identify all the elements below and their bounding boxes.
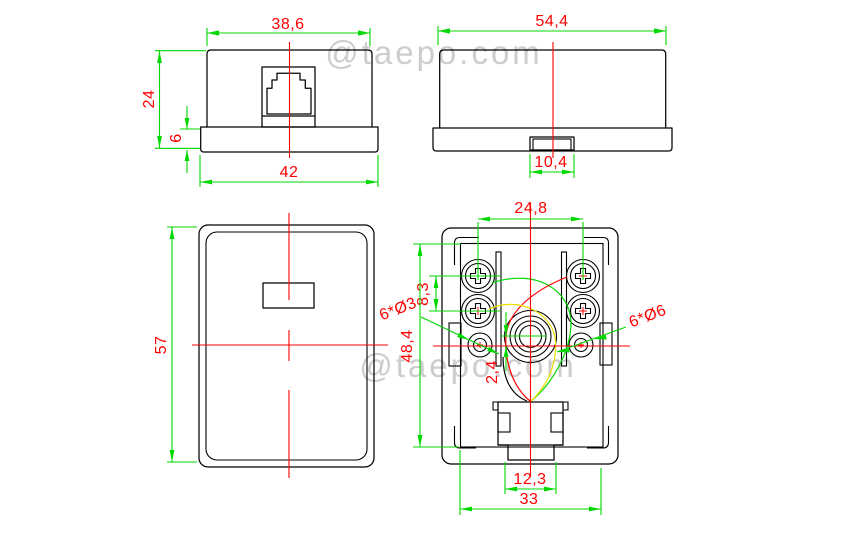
dim-slot-width-arrows [530, 169, 574, 175]
cable-hole-right [568, 332, 594, 358]
dim-height-text: 24 [141, 90, 158, 109]
dim-side-width-text: 54,4 [535, 13, 568, 30]
wire-black [502, 356, 528, 402]
phillips-recess-icon [574, 267, 592, 285]
dim-center-offset-arrows [503, 325, 509, 357]
leader-screw-holes-arrows [457, 332, 499, 354]
dim-cover-height-text: 57 [153, 336, 170, 355]
dim-slot-width-text: 10,4 [534, 154, 567, 171]
dim-row-spacing-arrows [433, 276, 439, 311]
dim-bottom-width-lines [199, 155, 379, 187]
rj11-port-outline [261, 66, 316, 128]
terminal-barrier-left [495, 251, 502, 367]
watermark-top: @taepo.com [325, 34, 543, 71]
base-corner-bracket-bl [453, 426, 476, 449]
watermarks: @taepo.com @taepo.com [325, 34, 577, 384]
base-corner-bracket-tr [584, 236, 610, 265]
dim-flange-height-arrows [184, 118, 190, 161]
phillips-recess-icon [469, 302, 487, 320]
front-view: 38,6 24 6 42 [141, 16, 379, 187]
cover-outer-outline [198, 224, 375, 468]
dim-side-width-lines [437, 26, 667, 45]
label-cable-holes: 6*Ø6 [627, 302, 669, 332]
hole-outer-circle [568, 332, 594, 358]
front-flange-outline [200, 126, 379, 153]
side-dimensions: 54,4 10,4 [437, 13, 667, 178]
phillips-recess-icon [469, 267, 487, 285]
label-screw-holes: 6*Ø3 [377, 295, 419, 325]
cover-inner-outline [205, 231, 368, 461]
dim-mount-span-lines [459, 450, 602, 515]
dim-height-lines [155, 50, 206, 149]
dim-terminal-span-lines [477, 218, 584, 280]
base-corner-bracket-tl [453, 236, 479, 265]
screw-ring-circle [569, 297, 597, 325]
side-tab-right [599, 322, 613, 366]
hole-outer-circle [467, 332, 493, 358]
wire-green [491, 277, 572, 402]
dim-top-width-lines [206, 28, 371, 46]
cover-view: 57 [153, 213, 388, 478]
jack-clip-right [550, 412, 564, 433]
side-view: 54,4 10,4 [432, 13, 673, 178]
watermark-bottom: @taepo.com [359, 347, 577, 384]
jack-clip-left [497, 412, 511, 433]
side-slot-inner [532, 138, 572, 151]
phillips-recess-icon [574, 302, 592, 320]
screw-terminal-mid-right [565, 293, 601, 329]
cable-hole-left [467, 332, 493, 358]
screw-center-mark [579, 307, 587, 315]
leader-cable-holes-arrows [557, 334, 607, 353]
dim-jack-width-text: 12,3 [513, 471, 546, 488]
dim-center-offset-text: 2,4 [484, 360, 501, 384]
rj11-plug-silhouette [266, 72, 312, 115]
dim-terminal-span-arrows [478, 216, 583, 222]
side-tab-left [448, 322, 462, 367]
dim-flange-height-text: 6 [168, 133, 185, 142]
screw-outer-circle [565, 293, 601, 329]
base-corner-bracket-br [587, 426, 610, 449]
dim-top-width-text: 38,6 [271, 16, 304, 33]
wire-yellow [488, 303, 557, 402]
dim-row-spacing-text: 8,3 [415, 282, 432, 306]
dim-jack-width-arrows [505, 486, 556, 492]
dim-height-arrows [157, 51, 162, 148]
dim-bottom-width-text: 42 [280, 164, 299, 181]
dim-inner-height-text: 48,4 [399, 329, 416, 362]
jack-housing-top-tabs [492, 401, 569, 411]
hole-inner-circle [472, 337, 488, 353]
dim-inner-height-lines [413, 243, 461, 448]
cover-dimensions: 57 [153, 226, 197, 463]
dim-terminal-span-text: 24,8 [514, 200, 547, 217]
base-view: 24,8 8,3 48,4 2,4 12,3 33 6*Ø3 6*Ø6 [377, 200, 669, 515]
hole-inner-circle [573, 337, 589, 353]
dim-mount-span-text: 33 [520, 491, 539, 508]
side-flange-outline [432, 127, 673, 152]
front-dimensions: 38,6 24 6 42 [141, 16, 379, 187]
base-dimensions: 24,8 8,3 48,4 2,4 12,3 33 6*Ø3 6*Ø6 [377, 200, 669, 515]
leader-cable-holes [556, 326, 627, 353]
